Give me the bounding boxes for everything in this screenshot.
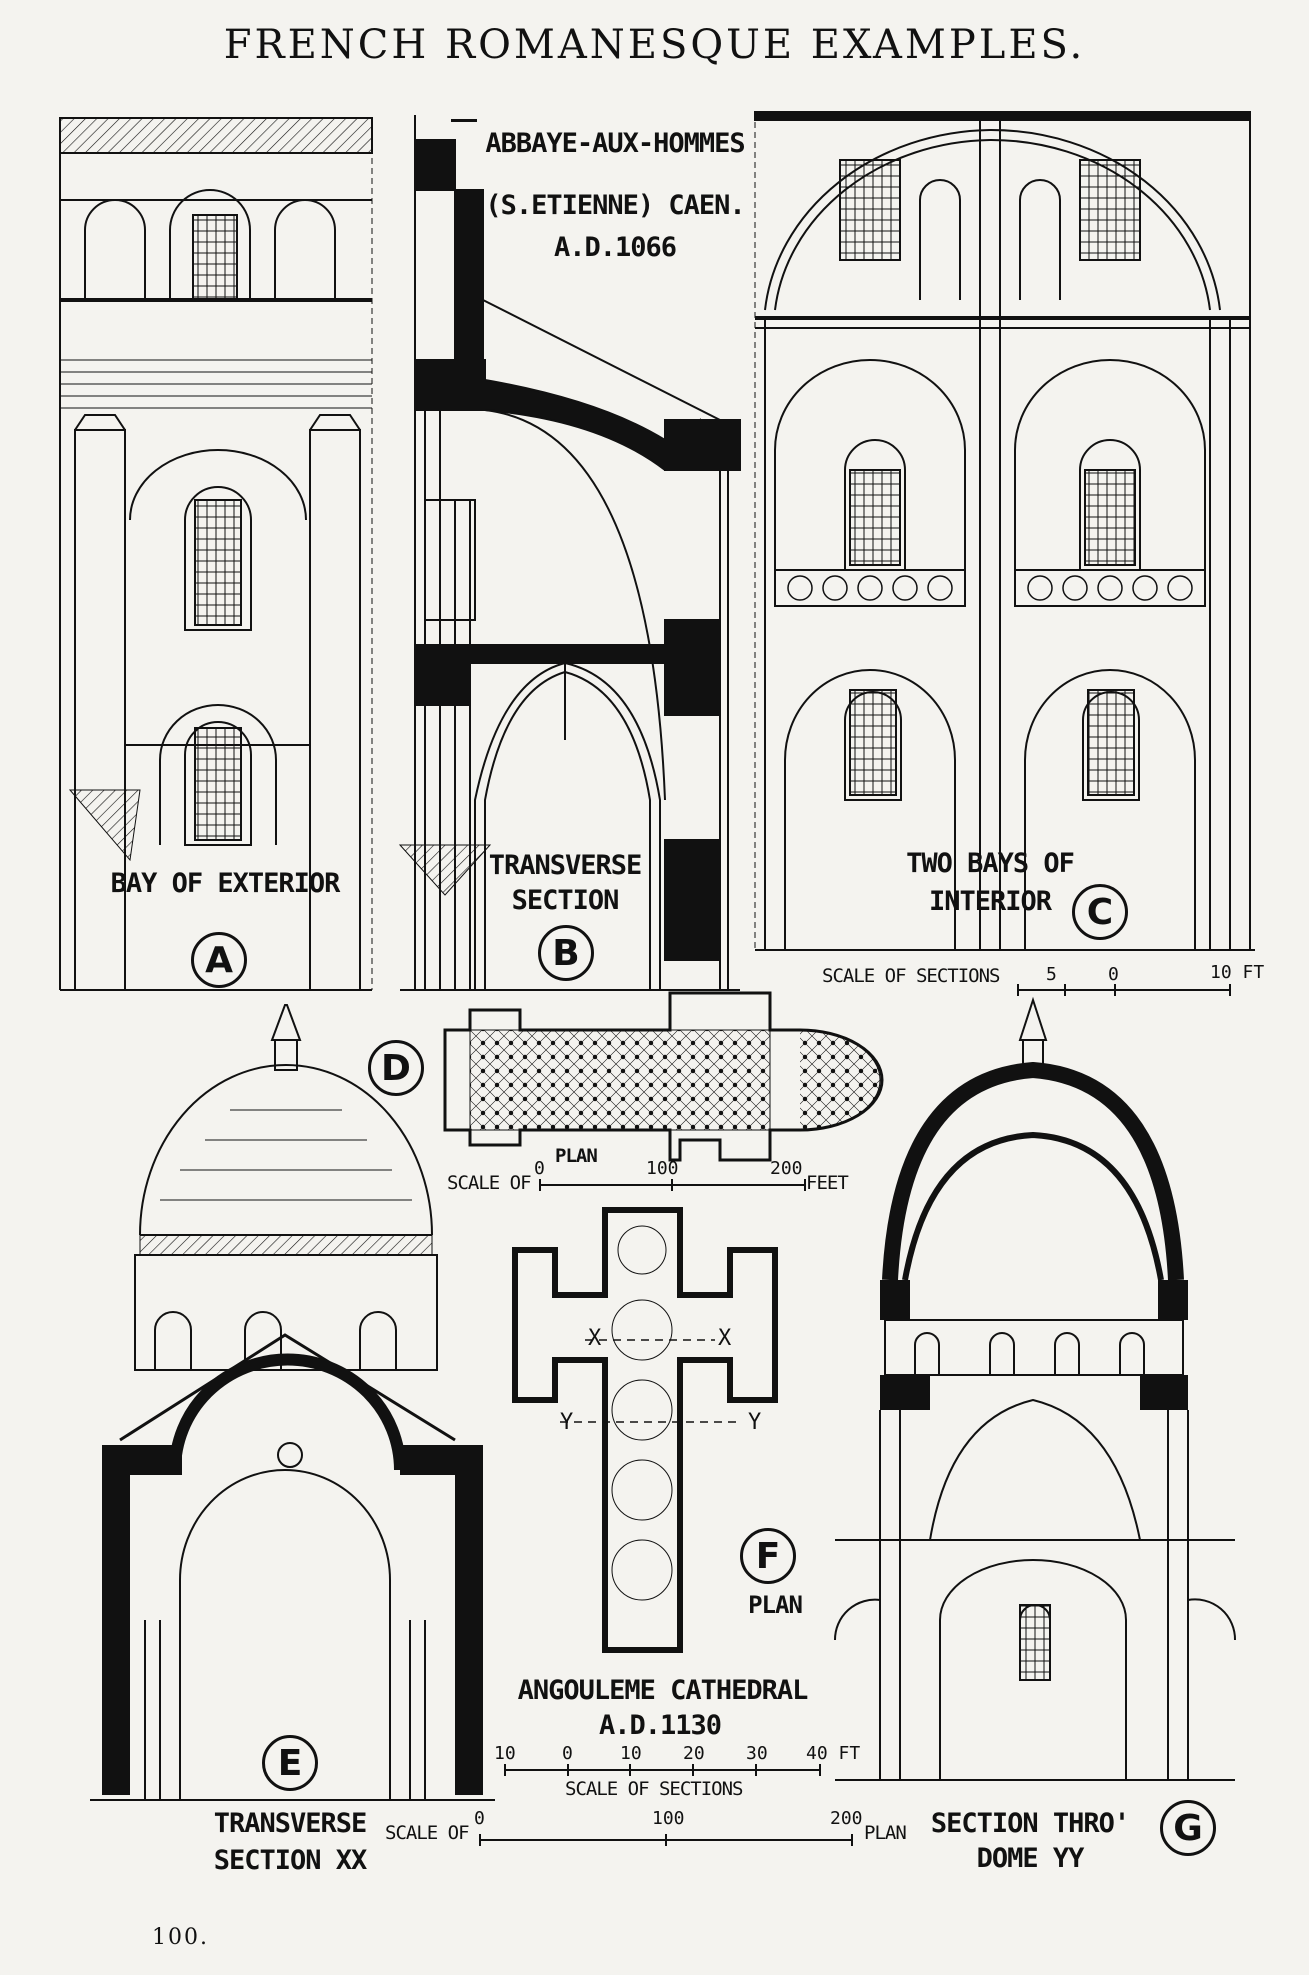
plan-d-scale-tick-2: 100 <box>646 1158 679 1179</box>
angouleme-date: A.D.1130 <box>598 1710 722 1741</box>
label-e: E <box>262 1735 318 1791</box>
caption-c-line2: INTERIOR <box>928 886 1052 917</box>
ang-plan-tick-3: 200 <box>830 1808 863 1829</box>
ang-sec-tick-3: 10 <box>620 1743 642 1764</box>
scale-bar-sections-angouleme <box>504 1764 821 1776</box>
label-f: F <box>740 1528 796 1584</box>
caption-c-line1: TWO BAYS OF <box>906 848 1075 879</box>
caen-heading-line2: (S.ETIENNE) CAEN. <box>485 190 745 221</box>
caption-g-line1: SECTION THRO' <box>930 1808 1130 1839</box>
plan-d-caption: PLAN <box>555 1145 598 1167</box>
caption-b-line1: TRANSVERSE <box>488 850 643 881</box>
ang-sec-scale-label: SCALE OF SECTIONS <box>565 1778 743 1800</box>
label-g: G <box>1160 1800 1216 1856</box>
caption-a: BAY OF EXTERIOR <box>110 868 341 899</box>
ang-sec-tick-1: 10 <box>494 1743 516 1764</box>
caen-date: A.D.1066 <box>553 232 677 263</box>
ang-sec-tick-2: 0 <box>562 1743 573 1764</box>
plan-d-scale-label: SCALE OF <box>447 1172 532 1194</box>
drawing-a-bay-of-exterior <box>59 117 373 991</box>
angouleme-name: ANGOULEME CATHEDRAL <box>517 1675 809 1706</box>
drawing-f-plan-angouleme <box>512 1207 778 1653</box>
drawing-e-transverse-section-xx <box>90 1004 495 1801</box>
page-number: 100. <box>152 1925 209 1950</box>
ang-sec-tick-4: 20 <box>683 1743 705 1764</box>
page-title: FRENCH ROMANESQUE EXAMPLES. <box>223 22 1086 68</box>
caen-heading-line1: ABBAYE-AUX-HOMMES <box>485 128 745 159</box>
label-d: D <box>368 1040 424 1096</box>
caption-g-line2: DOME YY <box>976 1843 1085 1874</box>
drawing-c-two-bays-of-interior <box>754 111 1255 951</box>
ang-plan-tick-1: 0 <box>474 1808 485 1829</box>
marker-y-right: Y <box>748 1410 761 1435</box>
plan-d-scale-tick-3: 200 <box>770 1158 803 1179</box>
label-a: A <box>191 932 247 988</box>
scale-bar-plan-caen <box>539 1179 806 1191</box>
ang-plan-tick-2: 100 <box>652 1808 685 1829</box>
scale-bar-sections-caen <box>1017 984 1231 996</box>
ang-plan-scale-unit: PLAN <box>864 1822 907 1844</box>
caption-e-line2: SECTION XX <box>213 1845 368 1876</box>
caen-scale-tick-1: 5 <box>1046 964 1057 985</box>
caption-f: PLAN <box>748 1591 803 1619</box>
drawing-b-transverse-section <box>398 115 741 991</box>
ang-plan-scale-label: SCALE OF <box>385 1822 470 1844</box>
marker-y-left: Y <box>560 1410 573 1435</box>
caption-b-line2: SECTION <box>511 885 620 916</box>
plan-d-scale-unit: FEET <box>806 1172 849 1194</box>
marker-x-right: X <box>718 1326 731 1351</box>
marker-x-left: X <box>588 1326 601 1351</box>
label-c: C <box>1072 884 1128 940</box>
label-b: B <box>538 925 594 981</box>
caen-scale-tick-2: 0 <box>1108 964 1119 985</box>
drawing-g-section-dome-yy <box>833 996 1237 1781</box>
drawing-d-plan-caen <box>443 991 884 1162</box>
caption-e-line1: TRANSVERSE <box>213 1808 368 1839</box>
scale-bar-plan-angouleme <box>479 1834 853 1846</box>
ang-sec-tick-6: 40 FT <box>806 1743 861 1764</box>
caen-scale-label: SCALE OF SECTIONS <box>822 965 1000 987</box>
caen-scale-tick-3: 10 FT <box>1210 962 1265 983</box>
ang-sec-tick-5: 30 <box>746 1743 768 1764</box>
plan-d-scale-tick-1: 0 <box>534 1158 545 1179</box>
